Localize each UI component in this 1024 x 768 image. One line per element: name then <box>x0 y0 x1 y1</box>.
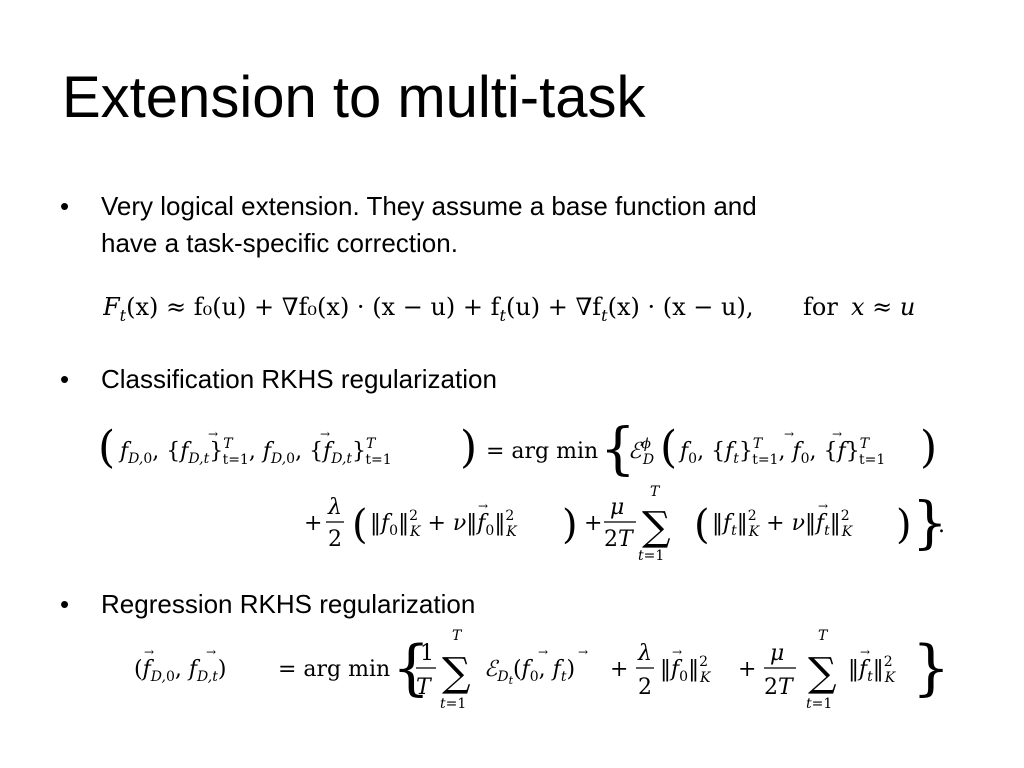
svg-text:→: → <box>538 645 548 659</box>
svg-text:μ: μ <box>610 495 624 520</box>
svg-text:T: T <box>650 484 661 500</box>
svg-text:(: ( <box>352 502 368 548</box>
svg-text:2: 2 <box>638 675 652 700</box>
svg-text:∑: ∑ <box>808 650 837 696</box>
svg-text:→: → <box>144 645 154 659</box>
svg-text:): ) <box>460 422 477 473</box>
svg-text:ℰDt(f0, ft): ℰDt(f0, ft) <box>484 657 575 687</box>
svg-text:.: . <box>938 513 945 538</box>
svg-text:∑: ∑ <box>642 504 671 550</box>
svg-text:‖f0‖2K + ν‖f0‖2K: ‖f0‖2K + ν‖f0‖2K <box>370 508 518 540</box>
bullet-symbol: • <box>60 589 70 619</box>
equation-taylor-text: Ft(x) ≈ f₀(u) + ∇f₀(x) · (x − u) + ft(u)… <box>103 293 753 325</box>
svg-text:= arg min: = arg min <box>278 657 390 682</box>
eq-lhs-subscript: t <box>120 306 127 325</box>
svg-text:+: + <box>738 657 756 682</box>
svg-text:‖f0‖2K: ‖f0‖2K <box>660 654 712 686</box>
svg-text:fD,0, {fD,t}Tt=1, fD,0, {fD,t}: fD,0, {fD,t}Tt=1, fD,0, {fD,t}Tt=1 <box>118 436 392 468</box>
equation-taylor-for: for <box>803 293 838 321</box>
svg-text:(: ( <box>98 422 115 473</box>
equation-regression-graphic: (fD,0, fD,t) → → = arg min { 1 T T ∑ t=1… <box>134 628 950 712</box>
svg-text:t=1: t=1 <box>806 696 832 712</box>
svg-text:+: + <box>584 511 602 536</box>
bullet-text-continuation: have a task-specific correction. <box>101 228 458 258</box>
svg-text:→: → <box>206 645 216 659</box>
svg-text:= arg min: = arg min <box>486 439 598 464</box>
svg-text:): ) <box>920 422 937 473</box>
eq-body-part2: (u) + ∇f <box>506 293 603 321</box>
eq-lhs-symbol: F <box>103 293 121 321</box>
eq-body-part1: (x) ≈ f₀(u) + ∇f₀(x) · (x − u) + f <box>126 293 502 321</box>
svg-text:): ) <box>896 502 912 548</box>
equation-taylor-tail: x ≈ u <box>851 293 915 321</box>
svg-text:→: → <box>208 427 218 441</box>
svg-text:→: → <box>784 427 794 441</box>
bullet-text: Regression RKHS regularization <box>101 589 476 619</box>
svg-text:t=1: t=1 <box>638 548 664 564</box>
svg-text:→: → <box>860 645 870 659</box>
svg-text:2T: 2T <box>764 675 795 700</box>
svg-text:→: → <box>578 645 588 659</box>
svg-text:λ: λ <box>327 495 342 520</box>
slide-title: Extension to multi-task <box>62 65 646 130</box>
svg-text:λ: λ <box>637 641 652 666</box>
svg-text:(: ( <box>660 422 677 473</box>
svg-text:2: 2 <box>328 527 342 552</box>
svg-text:T: T <box>416 675 433 700</box>
svg-text:): ) <box>562 502 578 548</box>
svg-text:{: { <box>600 418 636 482</box>
svg-text:μ: μ <box>770 641 784 666</box>
svg-text:ℰϕD: ℰϕD <box>628 436 654 468</box>
svg-text:(fD,0, fD,t): (fD,0, fD,t) <box>134 657 226 685</box>
svg-text:→: → <box>672 645 682 659</box>
svg-text:→: → <box>818 499 828 513</box>
svg-text:f0, {ft}Tt=1, f0, {f}Tt=1: f0, {ft}Tt=1, f0, {f}Tt=1 <box>678 436 885 468</box>
svg-text:+: + <box>610 657 628 682</box>
svg-text:‖ft‖2K + ν‖ft‖2K: ‖ft‖2K + ν‖ft‖2K <box>712 508 854 540</box>
svg-text:2T: 2T <box>604 527 635 552</box>
equation-taylor-graphic: Ft(x) ≈ f₀(u) + ∇f₀(x) · (x − u) + ft(u)… <box>103 293 915 325</box>
svg-text:‖ft‖2K: ‖ft‖2K <box>848 654 897 686</box>
svg-text:1: 1 <box>420 641 434 666</box>
equation-taylor: Ft(x) ≈ f₀(u) + ∇f₀(x) · (x − u) + ft(u)… <box>103 288 923 328</box>
svg-text:→: → <box>832 427 842 441</box>
eq-body-part3: (x) · (x − u), <box>608 293 754 321</box>
bullet-symbol: • <box>60 191 70 221</box>
equation-regression: (fD,0, fD,t) → → = arg min { 1 T T ∑ t=1… <box>134 624 954 716</box>
svg-text:→: → <box>478 499 488 513</box>
svg-text:(: ( <box>694 502 710 548</box>
svg-text:T: T <box>452 628 463 644</box>
bullet-symbol: • <box>60 364 70 394</box>
svg-text:}: } <box>912 491 948 556</box>
bullet-text: Classification RKHS regularization <box>101 364 497 394</box>
svg-text:∑: ∑ <box>442 650 471 696</box>
svg-text:}: } <box>912 633 950 703</box>
svg-text:t=1: t=1 <box>440 696 466 712</box>
bullet-text: Very logical extension. They assume a ba… <box>101 191 757 221</box>
svg-text:→: → <box>320 427 330 441</box>
svg-text:+: + <box>304 511 322 536</box>
svg-text:T: T <box>818 628 829 644</box>
